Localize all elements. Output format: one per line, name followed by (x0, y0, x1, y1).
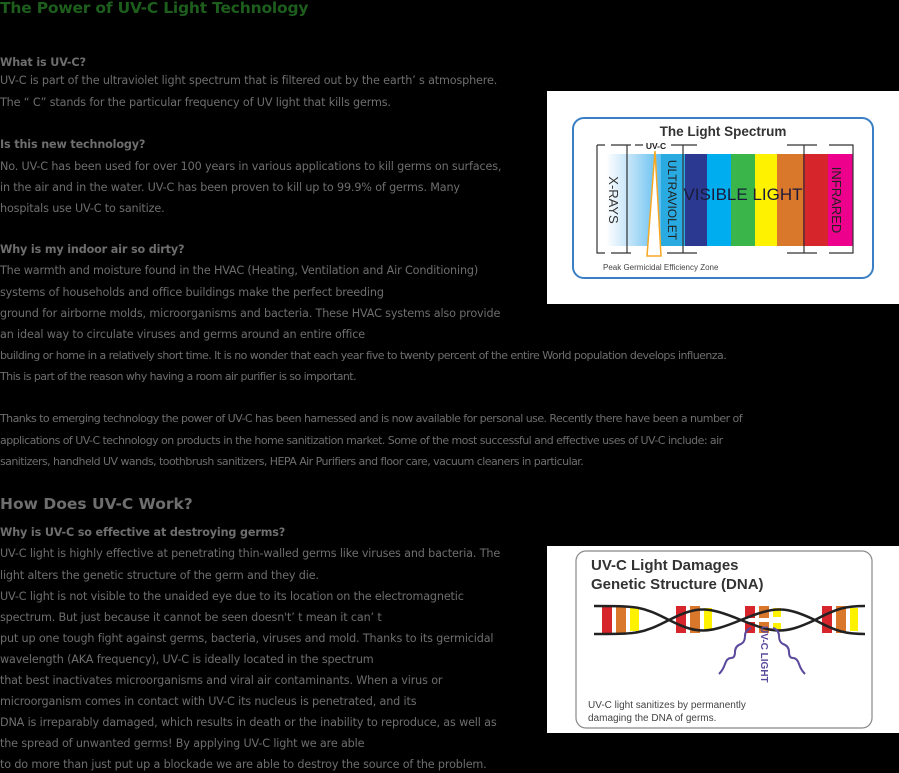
paragraph-line: No. UV-C has been used for over 100 year… (0, 160, 502, 173)
question-why-effective: Why is UV-C so effective at destroying g… (0, 526, 286, 539)
paragraph-line: UV-C is part of the ultraviolet light sp… (0, 74, 498, 87)
paragraph-line: an ideal way to circulate viruses and ge… (0, 328, 365, 341)
visible-light-label: VISIBLE LIGHT (683, 185, 802, 204)
question-what-is-uvc: What is UV-C? (0, 56, 86, 69)
dna-caption-line1: UV-C light sanitizes by permanently (588, 700, 746, 711)
paragraph-line: systems of households and office buildin… (0, 286, 384, 299)
xrays-label: X-RAYS (606, 176, 621, 224)
dna-title-line2: Genetic Structure (DNA) (591, 576, 764, 593)
paragraph-line: UV-C light is not visible to the unaided… (0, 590, 464, 603)
question-indoor-air: Why is my indoor air so dirty? (0, 243, 185, 256)
paragraph-line: put up one tough fight against germs, ba… (0, 632, 494, 645)
paragraph-line: the spread of unwanted germs! By applyin… (0, 737, 365, 750)
paragraph-line: ground for airborne molds, microorganism… (0, 307, 501, 320)
page-title: The Power of UV-C Light Technology (0, 0, 309, 17)
paragraph-line: applications of UV-C technology on produ… (0, 434, 723, 447)
peak-zone-caption: Peak Germicidal Efficiency Zone (603, 263, 719, 272)
dna-damage-figure: UV-C Light Damages Genetic Structure (DN… (547, 546, 899, 733)
dna-caption-line2: damaging the DNA of germs. (588, 713, 716, 724)
infrared-label: INFRARED (829, 167, 844, 233)
paragraph-line: Thanks to emerging technology the power … (0, 412, 743, 425)
paragraph-line: hospitals use UV-C to sanitize. (0, 202, 165, 215)
paragraph-line: UV-C light is highly effective at penetr… (0, 547, 501, 560)
uvc-light-label: UV-C LIGHT (758, 626, 769, 683)
uvc-label: UV-C (646, 141, 666, 151)
paragraph-line: building or home in a relatively short t… (0, 349, 727, 362)
paragraph-line: The “ C” stands for the particular frequ… (0, 96, 391, 109)
paragraph-line: The warmth and moisture found in the HVA… (0, 264, 479, 277)
dna-title-line1: UV-C Light Damages (591, 557, 739, 574)
spectrum-title: The Light Spectrum (660, 124, 787, 139)
light-spectrum-figure: The Light Spectrum UV-C X-RAYS ULTRAVIOL… (547, 91, 899, 304)
section-heading-how-uvc-works: How Does UV-C Work? (0, 495, 193, 513)
question-new-technology: Is this new technology? (0, 138, 146, 151)
paragraph-line: sanitizers, handheld UV wands, toothbrus… (0, 455, 584, 468)
paragraph-line: to do more than just put up a blockade w… (0, 758, 487, 771)
paragraph-line: microorganism comes in contact with UV-C… (0, 695, 417, 708)
paragraph-line: in the air and in the water. UV-C has be… (0, 181, 460, 194)
paragraph-line: that best inactivates microorganisms and… (0, 674, 443, 687)
paragraph-line: This is part of the reason why having a … (0, 370, 357, 383)
ultraviolet-label: ULTRAVIOLET (665, 160, 679, 241)
paragraph-line: light alters the genetic structure of th… (0, 569, 319, 582)
paragraph-line: DNA is irreparably damaged, which result… (0, 716, 497, 729)
paragraph-line: spectrum. But just because it cannot be … (0, 611, 382, 624)
paragraph-line: wavelength (AKA frequency), UV-C is idea… (0, 653, 374, 666)
